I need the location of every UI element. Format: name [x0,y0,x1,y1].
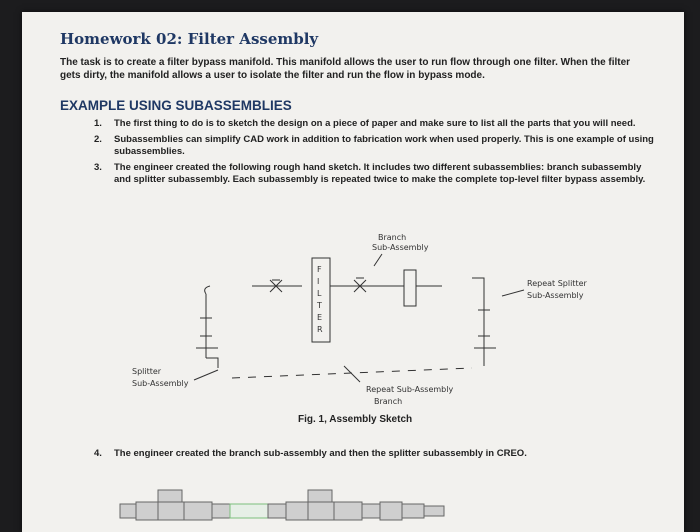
repeat-splitter-label-sub: Sub-Assembly [527,291,584,300]
filter-letter: E [317,313,322,322]
step-number: 1. [94,118,102,129]
repeat-branch-label-sub: Branch [374,397,402,406]
splitter-label: Splitter [132,367,162,376]
branch-label: Branch [378,233,406,242]
assembly-sketch: Branch Sub-Assembly F I L T E R Repeat S… [132,233,588,406]
list-item: 3. The engineer created the following rou… [94,162,654,187]
step-number: 3. [94,161,102,173]
figure-caption: Fig. 1, Assembly Sketch [298,414,413,425]
document-title: Homework 02: Filter Assembly [60,30,319,48]
step-text: The first thing to do is to sketch the d… [114,118,636,129]
step-text: The engineer created the following rough… [114,161,646,186]
section-heading: EXAMPLE USING SUBASSEMBLIES [60,98,292,113]
list-item: 1. The first thing to do is to sketch the… [94,118,654,131]
filter-letter: R [317,325,323,334]
filter-letter: L [317,289,322,298]
intro-paragraph: The task is to create a filter bypass ma… [60,57,631,81]
list-item: 4. The engineer created the branch sub-as… [94,448,654,459]
document-page: Homework 02: Filter Assembly The task is… [22,12,684,532]
step-text: Subassemblies can simplify CAD work in a… [114,133,654,158]
filter-letter: I [317,277,319,286]
step-number: 2. [94,133,102,145]
repeat-branch-label: Repeat Sub-Assembly [366,385,453,394]
step-text: The engineer created the branch sub-asse… [114,448,527,459]
step-number: 4. [94,448,102,459]
filter-letter: T [316,301,322,310]
list-item: 2. Subassemblies can simplify CAD work in… [94,134,654,159]
splitter-label-sub: Sub-Assembly [132,379,189,388]
steps-list: 1. The first thing to do is to sketch the… [94,118,654,190]
cad-preview [119,489,445,521]
repeat-splitter-label: Repeat Splitter [527,279,588,288]
filter-letter: F [317,265,322,274]
branch-label-sub: Sub-Assembly [372,243,429,252]
